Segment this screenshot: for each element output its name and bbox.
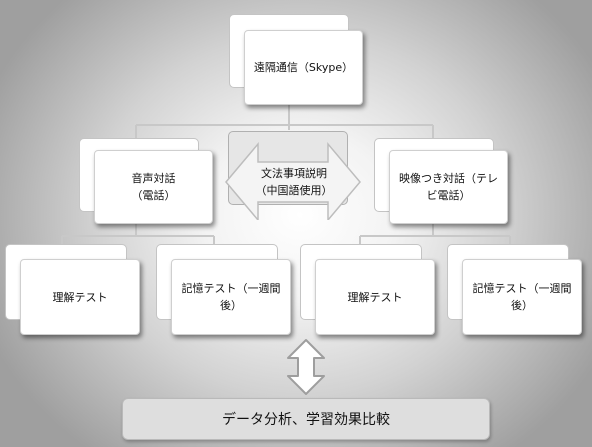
center-node: 文法事項説明 （中国語使用） xyxy=(248,165,340,199)
left-node-label-line1: 音声対話 xyxy=(131,172,176,185)
left-node-label-line2: （電話） xyxy=(131,189,176,202)
leaf-node-3-label: 理解テスト xyxy=(347,290,403,304)
vertical-double-arrow xyxy=(287,339,325,395)
root-node-label: 遠隔通信（Skype） xyxy=(253,61,354,74)
root-node: 遠隔通信（Skype） xyxy=(244,30,363,105)
leaf-node-4-label-line1: 記憶テスト（一週間 xyxy=(472,282,572,295)
right-node-label-line1: 映像つき対話（テレ xyxy=(399,172,498,185)
center-node-label-line1: 文法事項説明 xyxy=(261,167,327,180)
center-double-arrow xyxy=(225,141,361,220)
leaf-node-2: 記憶テスト（一週間 後） xyxy=(171,259,291,335)
leaf-node-4: 記憶テスト（一週間 後） xyxy=(462,259,582,335)
leaf-node-1: 理解テスト xyxy=(20,259,140,335)
analysis-bar: データ分析、学習効果比較 xyxy=(122,398,490,440)
center-node-label-line2: （中国語使用） xyxy=(255,184,333,197)
left-node: 音声対話 （電話） xyxy=(94,150,213,224)
analysis-bar-label: データ分析、学習効果比較 xyxy=(222,412,390,428)
right-node-label-line2: ビ電話） xyxy=(426,189,471,202)
leaf-node-2-label-line2: 後） xyxy=(220,299,242,312)
leaf-node-4-label-line2: 後） xyxy=(511,299,533,312)
leaf-node-3: 理解テスト xyxy=(315,259,435,335)
right-node: 映像つき対話（テレ ビ電話） xyxy=(389,150,508,224)
leaf-node-2-label-line1: 記憶テスト（一週間 xyxy=(181,282,281,295)
leaf-node-1-label: 理解テスト xyxy=(52,290,108,304)
